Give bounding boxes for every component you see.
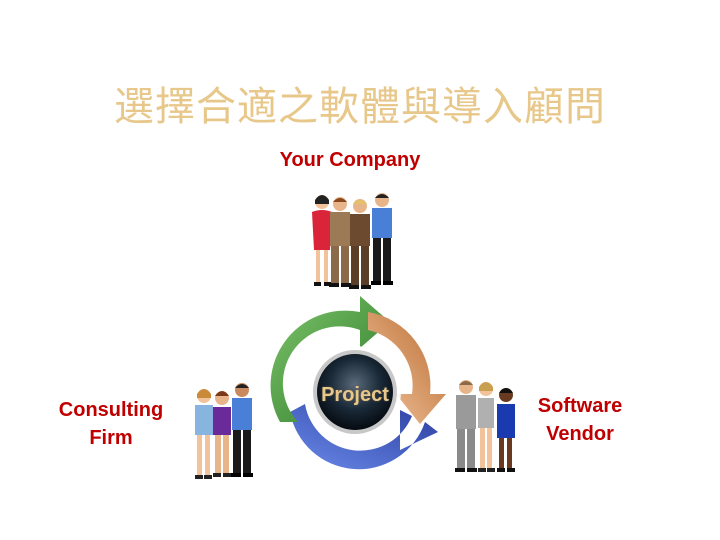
software-vendor-line-1: Software — [537, 395, 623, 417]
project-center-label: Project — [321, 384, 389, 406]
project-cycle-diagram — [270, 296, 446, 470]
consulting-firm-line-2: Firm — [89, 427, 133, 449]
consulting-firm-line-1: Consulting — [58, 399, 164, 421]
software-vendor-line-2: Vendor — [546, 423, 614, 445]
software-vendor-label: Software Vendor — [512, 392, 648, 448]
green-cycle-arrow — [270, 296, 390, 422]
project-hub — [317, 354, 393, 430]
your-company-people-illustration — [312, 193, 393, 289]
software-vendor-people-illustration — [455, 380, 515, 472]
consulting-firm-people-illustration — [195, 383, 253, 479]
slide-title: 選擇合適之軟體與導入顧問 — [114, 84, 606, 130]
orange-cycle-arrow — [368, 312, 446, 424]
blue-cycle-arrow — [290, 404, 438, 470]
your-company-label: Your Company — [279, 149, 421, 171]
consulting-firm-label: Consulting Firm — [36, 396, 186, 452]
